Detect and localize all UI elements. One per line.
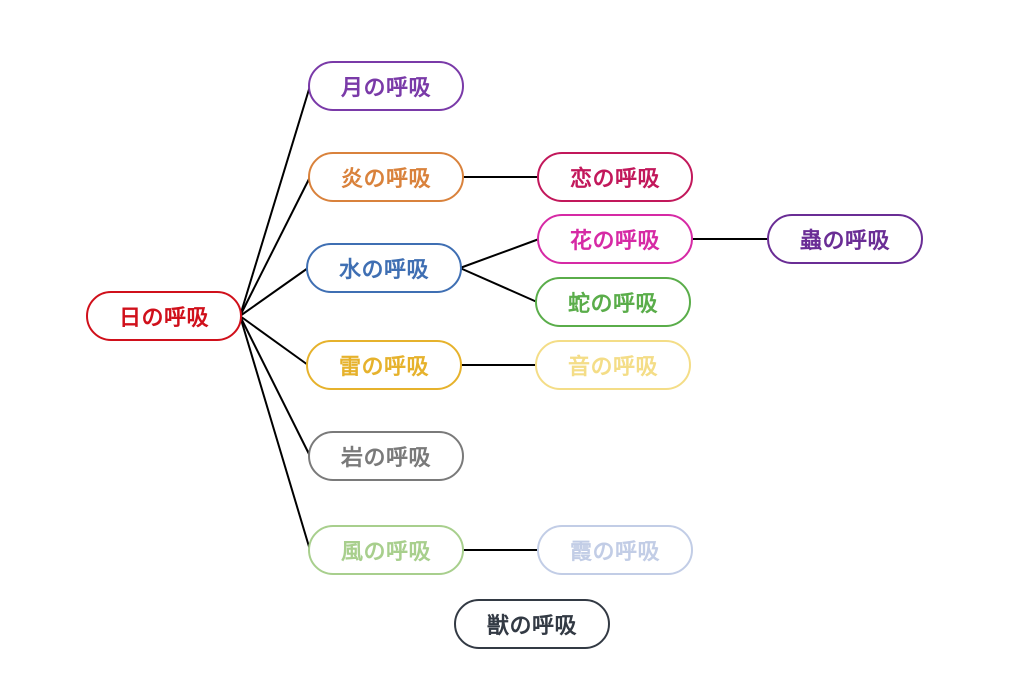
node-serpent-breathing[interactable]: 蛇の呼吸 xyxy=(535,277,691,327)
connector-sun-wind xyxy=(239,315,311,551)
node-moon-breathing[interactable]: 月の呼吸 xyxy=(308,61,464,111)
node-stone-breathing[interactable]: 岩の呼吸 xyxy=(308,431,464,481)
node-insect-breathing[interactable]: 蟲の呼吸 xyxy=(767,214,923,264)
node-flame-breathing[interactable]: 炎の呼吸 xyxy=(308,152,464,202)
connector-sun-moon xyxy=(239,85,311,317)
node-flower-breathing[interactable]: 花の呼吸 xyxy=(537,214,693,264)
node-sun-breathing[interactable]: 日の呼吸 xyxy=(86,291,242,341)
node-wind-breathing[interactable]: 風の呼吸 xyxy=(308,525,464,575)
node-love-breathing[interactable]: 恋の呼吸 xyxy=(537,152,693,202)
connector-sun-thunder xyxy=(239,315,309,366)
connector-sun-water xyxy=(239,267,309,317)
node-beast-breathing[interactable]: 獣の呼吸 xyxy=(454,599,610,649)
connector-water-serpent xyxy=(459,267,538,303)
connector-water-flower xyxy=(459,238,540,269)
connector-sun-stone xyxy=(239,315,311,457)
connector-sun-flame xyxy=(239,176,311,317)
node-water-breathing[interactable]: 水の呼吸 xyxy=(306,243,462,293)
node-mist-breathing[interactable]: 霞の呼吸 xyxy=(537,525,693,575)
node-thunder-breathing[interactable]: 雷の呼吸 xyxy=(306,340,462,390)
node-sound-breathing[interactable]: 音の呼吸 xyxy=(535,340,691,390)
